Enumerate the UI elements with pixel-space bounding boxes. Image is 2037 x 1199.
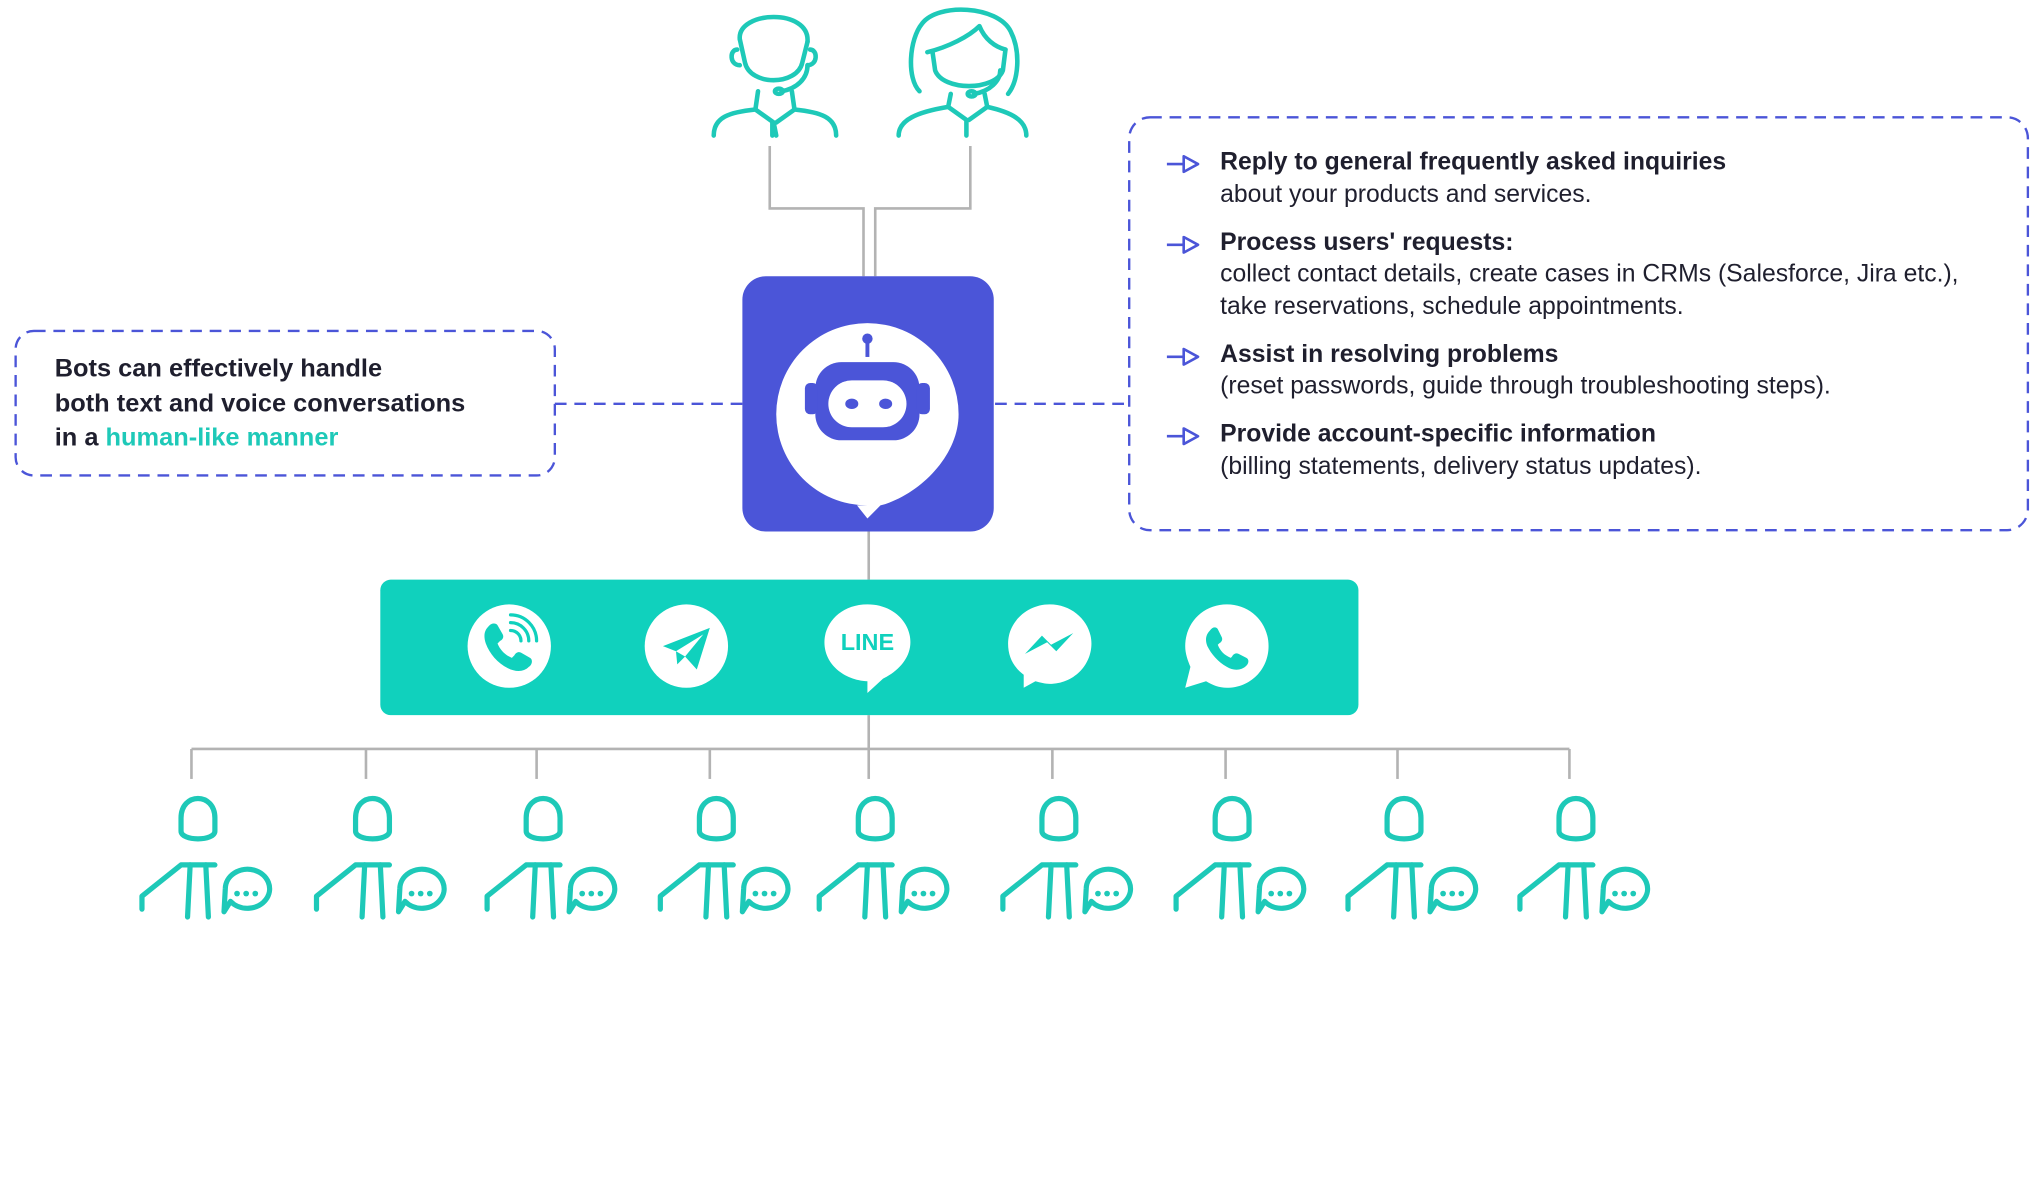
agent-connector-lines (768, 145, 972, 277)
capabilities-list: Reply to general frequently asked inquir… (1166, 147, 2013, 499)
capability-title: Process users' requests: (1220, 228, 1514, 256)
left-callout-text: Bots can effectively handle both text an… (55, 352, 539, 456)
capability-item: Provide account-specific information (bi… (1166, 419, 2013, 483)
telegram-icon[interactable] (644, 604, 729, 688)
arrow-right-icon (1166, 154, 1200, 174)
line-icon[interactable]: LINE (824, 604, 911, 693)
customer-connector-lines (190, 715, 1571, 779)
arrow-right-icon (1166, 235, 1200, 254)
callout-line-3-prefix: in a (54, 423, 106, 452)
capabilities-box (1128, 116, 2030, 532)
capability-description: (billing statements, delivery status upd… (1220, 452, 1702, 480)
capability-description: (reset passwords, guide through troubles… (1220, 372, 1831, 400)
callout-highlight: human-like manner (105, 423, 339, 452)
viber-icon[interactable] (467, 604, 551, 688)
left-callout-box (14, 329, 557, 477)
robot-head-icon (804, 333, 930, 441)
messenger-icon[interactable] (1008, 604, 1092, 688)
capability-description: take reservations, schedule appointments… (1220, 292, 1684, 320)
female-support-agent-icon (896, 7, 1029, 138)
arrow-right-icon (1166, 427, 1200, 446)
channels-bar: LINE (380, 579, 1359, 716)
male-support-agent-icon (711, 14, 839, 138)
capability-title: Assist in resolving problems (1220, 340, 1559, 368)
capability-description: about your products and services. (1220, 180, 1592, 208)
capability-item: Reply to general frequently asked inquir… (1166, 147, 2013, 211)
capability-title: Provide account-specific information (1220, 420, 1656, 448)
capability-title: Reply to general frequently asked inquir… (1220, 148, 1727, 176)
callout-line-2: both text and voice conversations (54, 388, 466, 418)
whatsapp-icon[interactable] (1185, 604, 1269, 688)
capability-item: Process users' requests: collect contact… (1166, 227, 2013, 323)
capability-description: collect contact details, create cases in… (1220, 260, 1959, 288)
callout-line-1: Bots can effectively handle (54, 354, 383, 383)
capability-item: Assist in resolving problems (reset pass… (1166, 339, 2013, 403)
line-icon-label: LINE (841, 629, 894, 655)
arrow-right-icon (1166, 347, 1200, 366)
chatbot-node (742, 276, 994, 532)
callout-line-3: in a human-like manner (55, 421, 539, 456)
chatbot-integration-diagram: LINE (14, 7, 2030, 921)
